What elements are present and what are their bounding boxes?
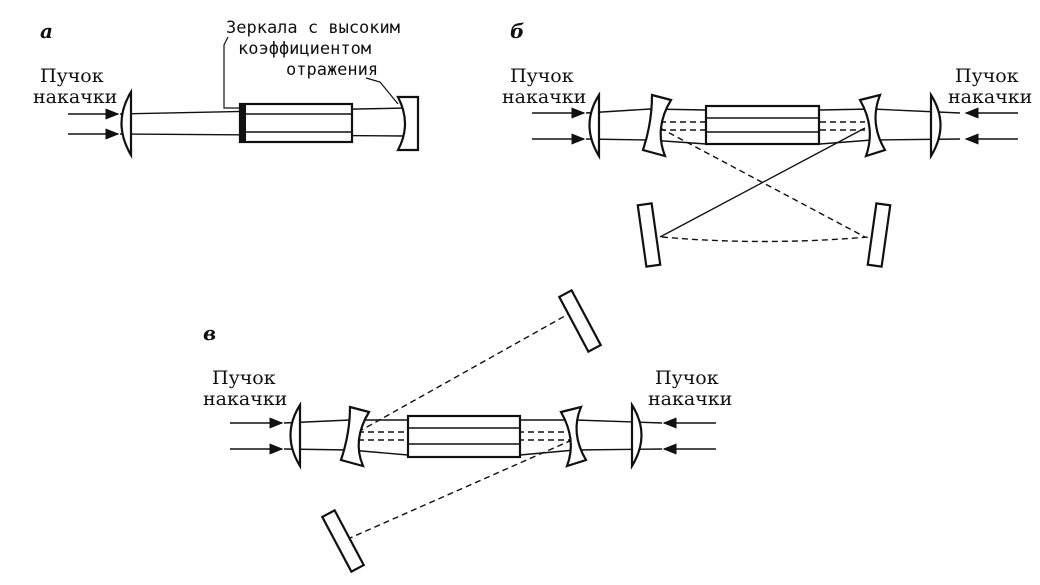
fold-beam-upper xyxy=(357,311,573,433)
panel-a-letter: а xyxy=(40,19,53,43)
pump-beam-label-left-2: накачки xyxy=(203,388,287,410)
focusing-lens xyxy=(120,88,133,160)
panel-b: б Пучок накачки Пучок накачки xyxy=(502,19,1032,268)
pump-beam-label-left: Пучок xyxy=(510,65,574,87)
concave-mirror-right xyxy=(858,93,887,158)
fold-beam-solid xyxy=(659,127,866,238)
pump-beam-label-right: Пучок xyxy=(955,65,1019,87)
mirrors-label-2: коэффициентом xyxy=(238,39,371,59)
concave-output-mirror xyxy=(396,95,420,152)
pump-beam-label: Пучок xyxy=(40,65,104,87)
flat-mirror-upper xyxy=(557,288,603,354)
focusing-lens-right xyxy=(929,91,942,160)
active-crystal xyxy=(704,104,821,146)
pump-beam-label-right: Пучок xyxy=(655,367,719,389)
hr-coating xyxy=(240,104,246,142)
leader-line-right xyxy=(365,77,399,105)
mirrors-label-3: отражения xyxy=(286,60,378,80)
pump-beam-label-left: Пучок xyxy=(212,367,276,389)
focusing-lens-left xyxy=(289,401,302,470)
flat-mirror-left xyxy=(636,202,662,268)
flat-mirror-lower xyxy=(320,508,366,574)
pump-beam-label-2: накачки xyxy=(33,86,117,108)
panel-c: в Пучок накачки Пучок накачки xyxy=(203,288,732,574)
concave-mirror-right xyxy=(559,405,588,468)
pump-beam-label-right-2: накачки xyxy=(648,388,732,410)
active-crystal xyxy=(406,414,522,459)
mirrors-label-1: Зеркала с высоким xyxy=(226,18,400,38)
fold-beam-dashed xyxy=(659,127,866,238)
flat-mirror-right xyxy=(866,202,892,268)
concave-mirror-left xyxy=(339,405,371,468)
focusing-lens-right xyxy=(630,401,643,470)
active-crystal xyxy=(238,102,354,144)
leader-line-left xyxy=(223,36,240,109)
concave-mirror-left xyxy=(641,93,673,158)
fold-beam-lower xyxy=(349,439,573,539)
panel-c-letter: в xyxy=(203,321,216,345)
focusing-lens-left xyxy=(588,91,601,160)
panel-b-letter: б xyxy=(510,19,524,43)
pump-beam-label-left-2: накачки xyxy=(502,86,586,108)
panel-a: а Пучок накачки Зеркала с высоким коэффи… xyxy=(33,18,420,160)
pump-beam-label-right-2: накачки xyxy=(948,86,1032,108)
return-beam xyxy=(661,236,869,243)
